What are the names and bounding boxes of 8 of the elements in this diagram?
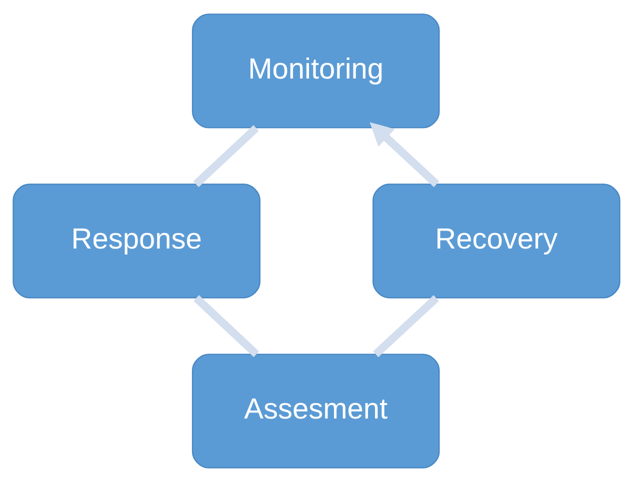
node-box: Monitoring [192, 14, 440, 128]
connector [194, 295, 260, 358]
connector [373, 295, 439, 358]
node-box: Assesment [192, 354, 440, 468]
node-box: Response [12, 184, 260, 298]
node-box: Recovery [372, 184, 620, 298]
arrow [370, 122, 440, 188]
connector [193, 125, 259, 188]
